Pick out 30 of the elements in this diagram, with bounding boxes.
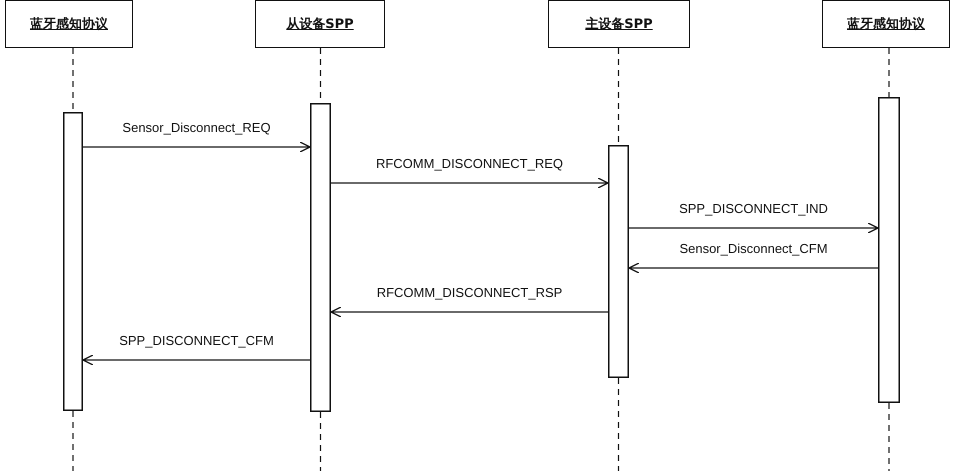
message-label: Sensor_Disconnect_CFM [677, 241, 830, 256]
activation-bar [310, 103, 331, 412]
lifeline [320, 412, 322, 471]
participant-name: 蓝牙感知协议 [30, 16, 108, 33]
lifeline [618, 378, 620, 471]
lifeline [888, 48, 890, 97]
message-label: SPP_DISCONNECT_CFM [117, 333, 276, 348]
activation-bar [878, 97, 900, 403]
participant-name: 主设备SPP [585, 16, 653, 33]
activation-bar [608, 145, 629, 378]
participant-name: 蓝牙感知协议 [847, 16, 925, 33]
lifeline-header [548, 0, 690, 48]
message-label: SPP_DISCONNECT_IND [677, 201, 830, 216]
lifeline [618, 48, 620, 145]
message-arrow [628, 262, 878, 274]
message-arrow [82, 354, 310, 366]
message-label: Sensor_Disconnect_REQ [120, 120, 273, 135]
lifeline [72, 411, 74, 471]
message-arrow [83, 141, 311, 153]
message-arrow [330, 306, 608, 318]
participant-name: 从设备SPP [286, 16, 354, 33]
lifeline [72, 48, 74, 112]
message-label: RFCOMM_DISCONNECT_RSP [374, 285, 564, 300]
message-arrow [331, 177, 609, 189]
lifeline-header [822, 0, 950, 48]
lifeline-header [5, 0, 133, 48]
message-arrow [629, 222, 879, 234]
lifeline [888, 403, 890, 471]
activation-bar [63, 112, 83, 411]
lifeline-header [255, 0, 385, 48]
